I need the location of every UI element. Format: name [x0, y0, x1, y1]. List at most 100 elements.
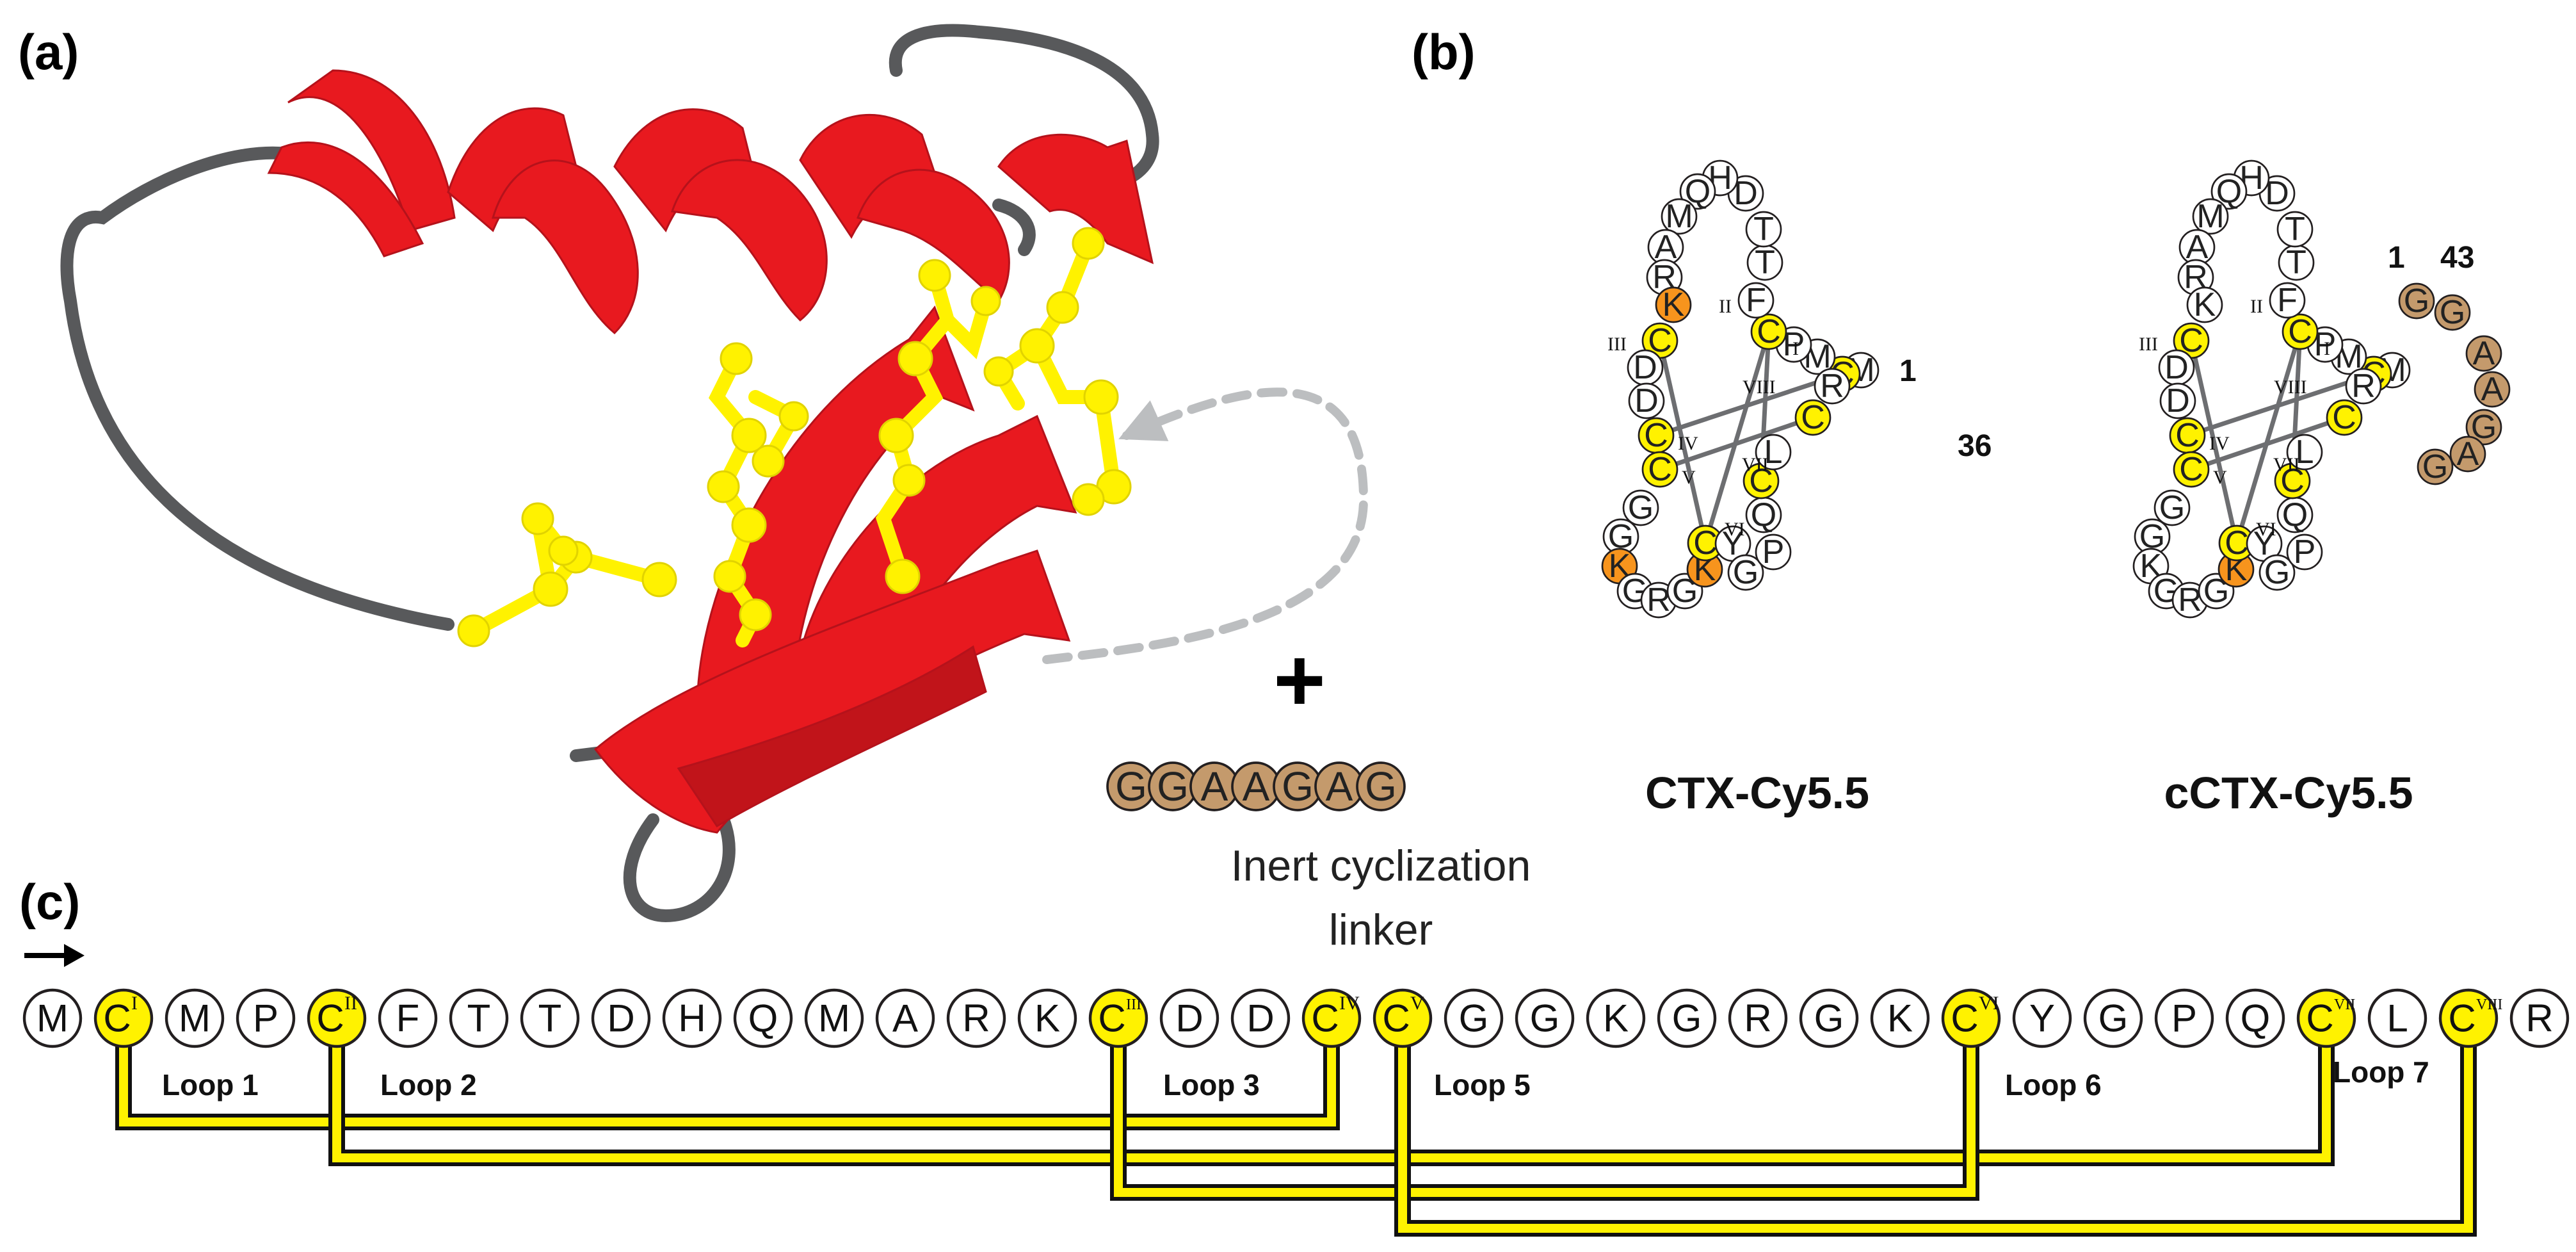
sequence-residue: T [520, 988, 580, 1048]
ctx-residue: G [1666, 573, 1703, 610]
residue-circle [2474, 371, 2511, 408]
disulfide-atoms [457, 227, 1132, 647]
residue-circle [1755, 434, 1792, 471]
residue-letter: A [1326, 763, 1353, 809]
residue-circle [1794, 399, 1831, 436]
linker-residue: G [1356, 761, 1406, 811]
residue-letter: R [2178, 581, 2202, 619]
cctx-residue: M [2192, 198, 2229, 235]
residue-letter: C [1098, 997, 1125, 1040]
residue-letter: C [1648, 451, 1672, 488]
residue-circle [2367, 988, 2427, 1048]
disulfide-bond-lines [115, 1046, 2477, 1237]
residue-circle [2153, 489, 2191, 526]
residue-letter: C [1801, 399, 1825, 436]
residue-letter: T [467, 997, 491, 1040]
cctx-residue: F [2269, 282, 2306, 319]
cysteine-superscript: VII [2334, 996, 2355, 1013]
residue-letter: R [1646, 581, 1671, 619]
residue-letter: A [892, 997, 918, 1040]
sequence-residue: K [1586, 988, 1646, 1048]
residue-circle [2012, 988, 2072, 1048]
residue-circle [2225, 988, 2285, 1048]
linker-caption-line1: Inert cyclization [1231, 841, 1531, 890]
cctx-residue: K [2218, 551, 2255, 588]
residue-letter: C [1644, 417, 1668, 454]
residue-circle [1814, 368, 1851, 405]
residue-circle [1750, 313, 1787, 350]
residue-circle [2286, 533, 2323, 571]
residue-letter: A [2473, 335, 2495, 372]
sequence-residue: M [165, 988, 225, 1048]
residue-circle [2258, 554, 2296, 591]
residue-circle [2186, 286, 2223, 323]
ctx-residue: L [1755, 434, 1792, 471]
cctx-residue: C [2326, 399, 2363, 436]
coil-left-loop [60, 146, 455, 631]
sequence-residue: R [2509, 988, 2570, 1048]
linker-caption-line2: linker [1329, 906, 1433, 954]
direction-arrow [24, 944, 85, 967]
residue-circle [2173, 451, 2210, 488]
cysteine-superscript: I [131, 993, 138, 1014]
residue-letter: P [253, 997, 278, 1040]
residue-letter: C [2448, 997, 2475, 1040]
residue-circle [1941, 988, 2001, 1048]
ctx-residue: F [1737, 282, 1775, 319]
residue-circle [93, 988, 154, 1048]
ctx-residue: C [1750, 313, 1787, 350]
cysteine-number: III [1607, 334, 1627, 355]
residue-letter: C [103, 997, 131, 1040]
cctx-residue: T [2278, 244, 2315, 281]
ctx-title: CTX-Cy5.5 [1645, 768, 1869, 818]
residue-letter: C [1951, 997, 1978, 1040]
sequence-residue: Q [733, 988, 793, 1048]
ctx-residue: T [1746, 244, 1783, 281]
sequence-residue: R [1728, 988, 1788, 1048]
residue-letter: T [538, 997, 562, 1040]
residue-letter: G [2422, 448, 2448, 485]
residue-letter: D [607, 997, 634, 1040]
residue-letter: R [2351, 368, 2376, 405]
residue-letter: T [2285, 211, 2305, 248]
cysteine-number: II [1719, 296, 1732, 317]
sequence-residue: K [1017, 988, 1077, 1048]
cctx-residue: C [2173, 451, 2210, 488]
ctx-residue: K [1655, 286, 1692, 323]
disulfide-bond [2189, 340, 2239, 544]
residue-letter: K [1887, 997, 1913, 1040]
residue-letter: G [1814, 997, 1844, 1040]
residue-letter: T [2286, 244, 2306, 281]
residue-letter: C [1382, 997, 1410, 1040]
cctx-residue: C [2169, 417, 2206, 454]
disulfide-bond-outline [1394, 1046, 2477, 1237]
cysteine-superscript: VIII [2476, 996, 2502, 1013]
residue-letter: L [2387, 997, 2408, 1040]
cysteine-superscript: V [1410, 993, 1424, 1014]
ctx-residue-diagram: MCMPCFTTDHQMARKCDDCCGGKGRGKCYGPQCLCRIIII… [1601, 159, 1992, 619]
sequence-residue: G [1657, 988, 1717, 1048]
residue-letter: G [1115, 763, 1147, 809]
residue-circle [2282, 313, 2319, 350]
ctx-residue: Q [1679, 173, 1716, 210]
residue-circle [1799, 988, 1859, 1048]
cysteine-number: VIII [2274, 377, 2307, 398]
residue-circle [2083, 988, 2143, 1048]
residue-circle [2286, 434, 2323, 471]
ctx-end-label: 36 [1958, 429, 1992, 463]
cysteine-number: VII [2273, 454, 2300, 475]
residue-circle [1356, 761, 1406, 811]
residue-letter: T [1755, 244, 1775, 281]
sequence-residue: P [236, 988, 296, 1048]
residue-letter: M [2196, 198, 2224, 235]
cysteine-number: VIII [1743, 377, 1776, 398]
residue-letter: G [2159, 489, 2185, 526]
residue-letter: A [1243, 763, 1270, 809]
sequence-residue: M [22, 988, 83, 1048]
residue-letter: A [1201, 763, 1228, 809]
residue-letter: P [2294, 533, 2316, 571]
